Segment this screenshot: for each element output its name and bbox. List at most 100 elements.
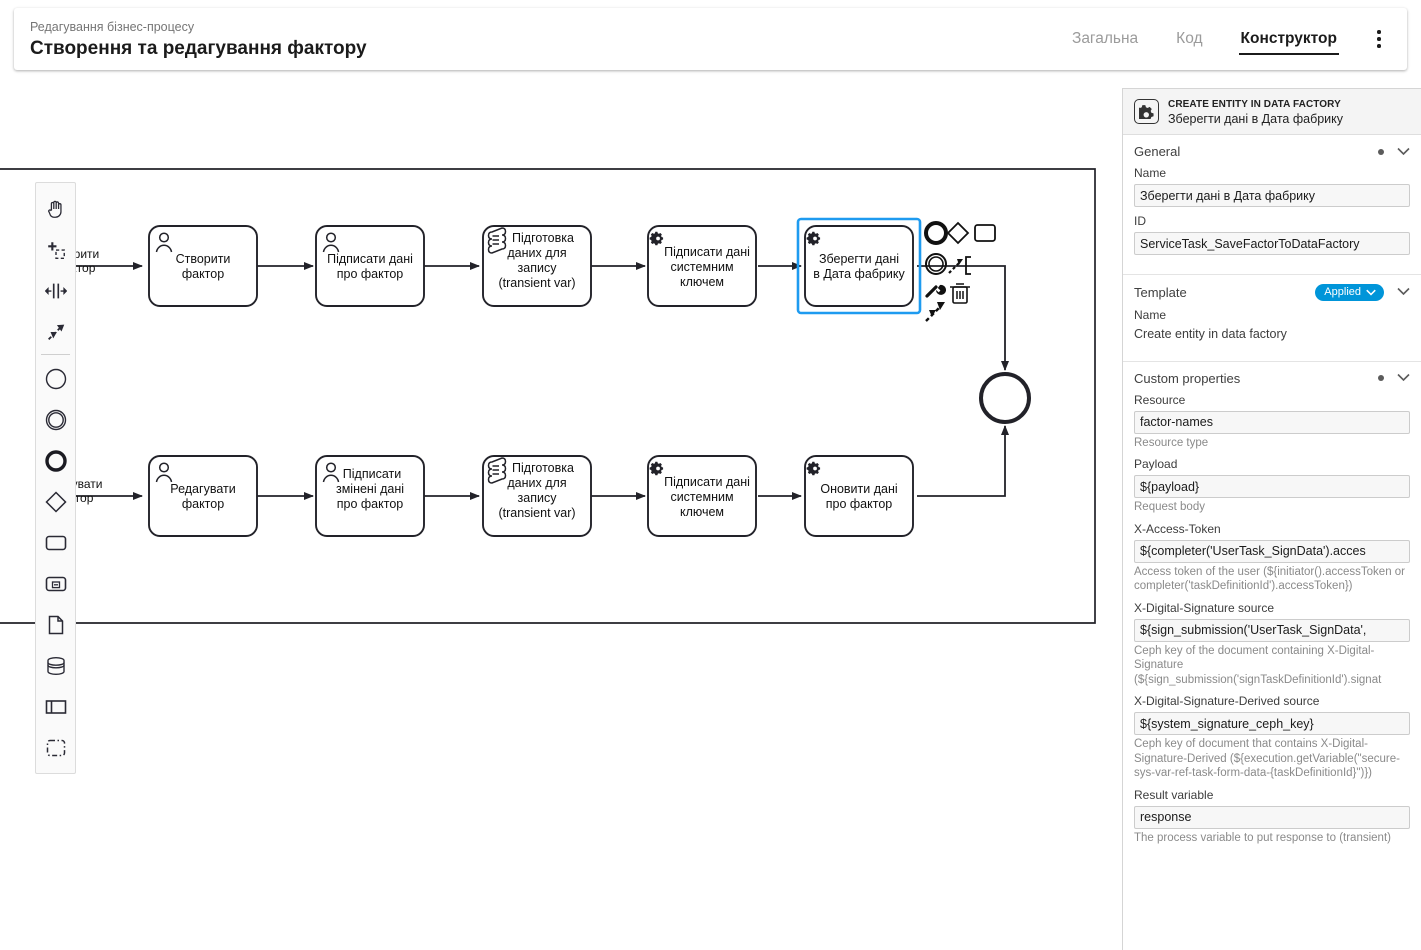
properties-panel: CREATE ENTITY IN DATA FACTORY Зберегти д… xyxy=(1122,88,1421,950)
connect-icon[interactable] xyxy=(948,259,963,274)
bpmn-canvas[interactable]: ворити актор дагувати актор Створити фак… xyxy=(0,78,1120,950)
group-template-header[interactable]: Template Applied xyxy=(1134,284,1410,301)
field-label: Name xyxy=(1134,307,1167,322)
task-label: про фактор xyxy=(337,267,404,281)
task-label: запису xyxy=(518,261,558,275)
chevron-down-icon[interactable] xyxy=(1397,145,1410,159)
task-label: Підписати дані xyxy=(327,252,413,266)
name-input[interactable]: Зберегти дані в Дата фабрику xyxy=(1134,184,1410,207)
field-x-access-token: X-Access-Token ${completer('UserTask_Sig… xyxy=(1134,522,1410,594)
task-label: даних для xyxy=(507,246,566,260)
task-label: Підготовка xyxy=(512,461,574,475)
task-label: ключем xyxy=(680,505,724,519)
end-event-circle[interactable] xyxy=(979,372,1031,424)
palette-divider xyxy=(41,354,70,355)
chevron-down-icon[interactable] xyxy=(1397,285,1410,299)
template-name-value: Create entity in data factory xyxy=(1134,326,1287,341)
field-label: X-Access-Token xyxy=(1134,521,1221,536)
append-task-icon[interactable] xyxy=(974,224,996,242)
append-gateway-icon[interactable] xyxy=(946,221,970,245)
start-event-icon[interactable] xyxy=(35,358,76,399)
task-label: системним xyxy=(670,260,733,274)
group-title: Custom properties xyxy=(1134,370,1241,386)
task-label: Створити xyxy=(176,252,231,266)
resource-input[interactable]: factor-names xyxy=(1134,410,1410,434)
field-label: Name xyxy=(1134,166,1167,180)
group-custom-header[interactable]: Custom properties xyxy=(1134,371,1410,386)
group-status-dot xyxy=(1378,375,1384,381)
intermediate-event-icon[interactable] xyxy=(35,399,76,440)
element-type-label: CREATE ENTITY IN DATA FACTORY xyxy=(1168,98,1341,110)
group-title: General xyxy=(1134,144,1181,159)
group-icon[interactable] xyxy=(35,727,76,768)
append-text-annotation-icon[interactable] xyxy=(965,256,971,275)
bpmn-palette xyxy=(35,182,76,774)
participant-icon[interactable] xyxy=(35,686,76,727)
task-label: в Дата фабрику xyxy=(813,267,905,281)
task-label: (transient var) xyxy=(498,276,575,290)
task-label: Редагувати xyxy=(170,482,235,496)
field-id: ID ServiceTask_SaveFactorToDataFactory xyxy=(1134,214,1410,255)
group-custom-properties: Custom properties Resource factor-names … xyxy=(1123,362,1421,865)
data-object-icon[interactable] xyxy=(35,604,76,645)
task-label: Підписати xyxy=(343,467,401,481)
group-title: Template xyxy=(1134,284,1187,300)
breadcrumb: Редагування бізнес-процесу xyxy=(30,19,195,34)
field-payload: Payload ${payload} Request body xyxy=(1134,457,1410,515)
x-digital-signature-source-input[interactable]: ${sign_submission('UserTask_SignData', xyxy=(1134,618,1410,642)
data-store-icon[interactable] xyxy=(35,645,76,686)
end-event-icon[interactable] xyxy=(35,440,76,481)
task-label: системним xyxy=(670,490,733,504)
task-labels: Створити фактор Підписати дані про факто… xyxy=(170,231,905,520)
subprocess-boundary xyxy=(0,168,1096,624)
service-task-icons xyxy=(649,231,821,476)
append-end-event-icon[interactable] xyxy=(924,221,948,245)
group-general-header[interactable]: General xyxy=(1134,144,1410,159)
flow-bottom-to-end xyxy=(917,425,1009,497)
user-task-icon xyxy=(155,462,173,483)
task-label: Зберегти дані xyxy=(819,252,899,266)
tab-konstruktor[interactable]: Конструктор xyxy=(1238,26,1340,55)
field-x-digital-signature-source: X-Digital-Signature source ${sign_submis… xyxy=(1134,601,1410,688)
header-tabs: Загальна Код Конструктор xyxy=(1036,26,1389,55)
tab-zahalna[interactable]: Загальна xyxy=(1071,30,1139,47)
task-icon[interactable] xyxy=(35,522,76,563)
result-variable-input[interactable]: response xyxy=(1134,805,1410,829)
service-task-gear-icon xyxy=(1134,99,1159,124)
task-label: (transient var) xyxy=(498,506,575,520)
x-digital-signature-derived-source-input[interactable]: ${system_signature_ceph_key} xyxy=(1134,712,1410,735)
tab-kod[interactable]: Код xyxy=(1176,30,1203,47)
connect-tool-icon[interactable] xyxy=(35,311,76,352)
element-name-label: Зберегти дані в Дата фабрику xyxy=(1168,111,1344,126)
chevron-down-icon xyxy=(1366,289,1376,296)
task-label: Підготовка xyxy=(512,231,574,245)
field-resource: Resource factor-names Resource type xyxy=(1134,393,1410,451)
subprocess-expanded-icon[interactable] xyxy=(35,563,76,604)
service-task-gear-icon xyxy=(649,461,664,476)
id-input[interactable]: ServiceTask_SaveFactorToDataFactory xyxy=(1134,232,1410,255)
x-access-token-input[interactable]: ${completer('UserTask_SignData').acces xyxy=(1134,539,1410,563)
kebab-menu-icon[interactable] xyxy=(1369,26,1389,52)
change-type-wrench-icon[interactable] xyxy=(925,284,946,298)
template-applied-badge[interactable]: Applied xyxy=(1315,284,1384,301)
task-label: Підписати дані xyxy=(664,475,750,489)
header-titles: Редагування бізнес-процесу Створення та … xyxy=(30,19,367,60)
delete-trash-icon[interactable] xyxy=(950,283,970,304)
task-label: даних для xyxy=(507,476,566,490)
service-task-gear-icon xyxy=(649,231,664,246)
task-type-icons xyxy=(155,227,507,484)
task-label: Підписати дані xyxy=(664,245,750,259)
append-intermediate-event-icon[interactable] xyxy=(925,253,947,275)
task-shapes xyxy=(148,217,922,537)
lasso-tool-icon[interactable] xyxy=(35,229,76,270)
connect-tool-pad-icon[interactable] xyxy=(925,302,945,322)
user-task-icon xyxy=(155,232,173,253)
chevron-down-icon[interactable] xyxy=(1397,371,1410,385)
payload-input[interactable]: ${payload} xyxy=(1134,475,1410,498)
field-label: Result variable xyxy=(1134,787,1214,802)
hand-tool-icon[interactable] xyxy=(35,188,76,229)
space-tool-icon[interactable] xyxy=(35,270,76,311)
gateway-icon[interactable] xyxy=(35,481,76,522)
task-label: фактор xyxy=(182,267,224,281)
